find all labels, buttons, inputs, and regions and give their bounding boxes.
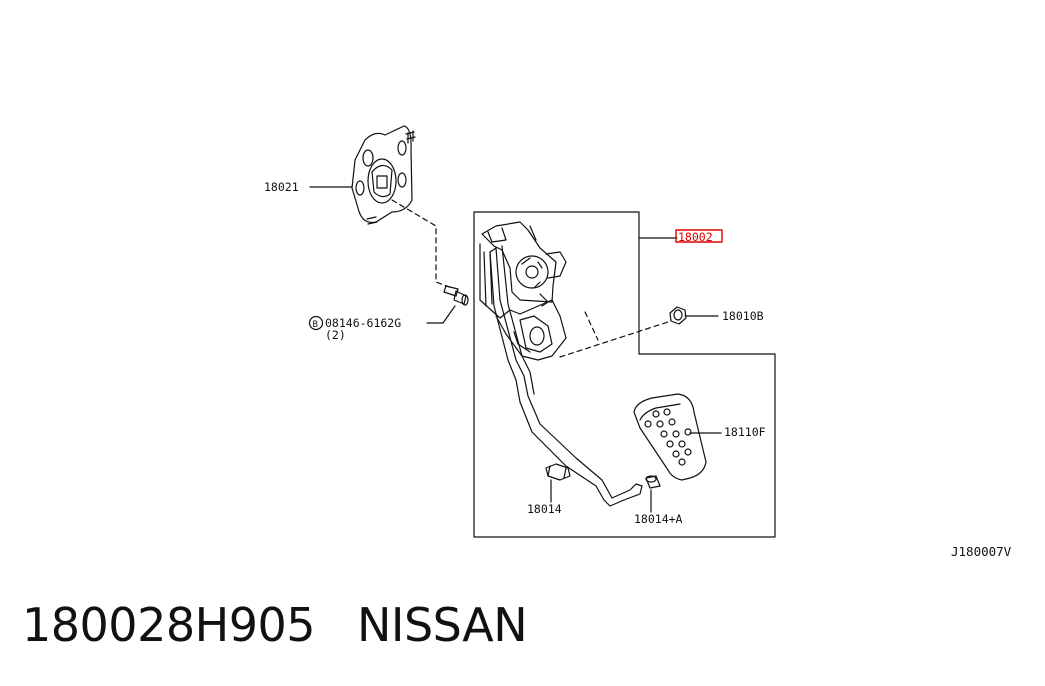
pedal-pad-part [633,393,707,481]
pedal-mount-plate-part [479,243,567,361]
part-footer: 180028H905 NISSAN [22,598,528,652]
bolt-part [443,285,469,306]
stopper-part [545,463,571,481]
callout-18021[interactable]: 18021 [264,180,299,194]
drawing-code: J180007V [951,544,1012,559]
callout-bolt[interactable]: 08146-6162G [325,316,401,330]
callout-18014-a[interactable]: 18014+A [634,512,683,526]
stopper-a-part [645,475,661,489]
part-number: 180028H905 [22,598,316,652]
callout-highlight-box [675,229,723,243]
pedal-housing-part [481,221,567,307]
brand-name: NISSAN [357,598,528,652]
assembly-frame [473,211,776,538]
pedal-arm-part [489,245,643,507]
nut-part [669,306,687,325]
mounting-bracket-part [351,125,416,225]
callout-18014[interactable]: 18014 [527,502,562,516]
bolt-badge-circle [308,315,324,331]
callout-18010b[interactable]: 18010B [722,309,764,323]
callout-18110f[interactable]: 18110F [724,425,766,439]
bracket-guide-line [391,199,453,289]
callout-18002[interactable]: 18002 [678,230,713,244]
leader-bolt [426,305,456,324]
callout-bolt-qty: (2) [325,328,346,342]
bolt-badge-letter: B [313,320,318,330]
nut-guide-line [559,311,669,358]
